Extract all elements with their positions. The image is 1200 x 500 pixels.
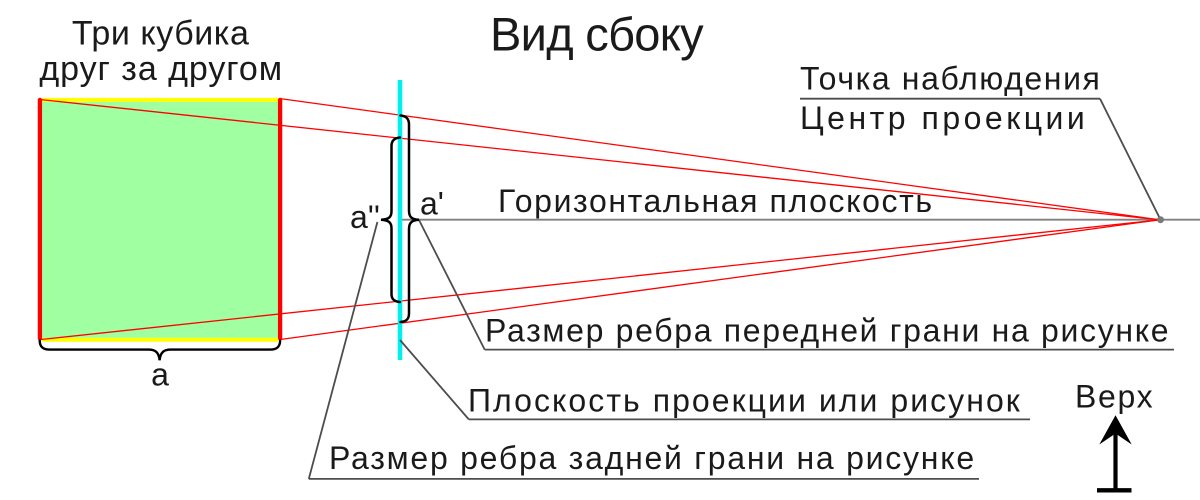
svg-text:Три кубика: Три кубика — [72, 15, 250, 53]
svg-text:а: а — [151, 357, 169, 393]
svg-text:Горизонтальная плоскость: Горизонтальная плоскость — [498, 183, 934, 219]
svg-text:а': а' — [420, 186, 444, 222]
svg-text:Центр проекции: Центр проекции — [800, 100, 1088, 136]
svg-text:Вид сбоку: Вид сбоку — [490, 8, 704, 61]
svg-text:Точка наблюдения: Точка наблюдения — [800, 61, 1101, 97]
svg-text:Размер ребра передней грани на: Размер ребра передней грани на рисунке — [485, 313, 1170, 349]
svg-text:а'': а'' — [350, 199, 380, 235]
svg-text:Размер ребра задней грани на р: Размер ребра задней грани на рисунке — [329, 440, 976, 476]
svg-text:Верх: Верх — [1075, 379, 1154, 415]
svg-text:Плоскость проекции или рисунок: Плоскость проекции или рисунок — [468, 383, 1022, 419]
svg-text:друг за другом: друг за другом — [39, 50, 283, 88]
